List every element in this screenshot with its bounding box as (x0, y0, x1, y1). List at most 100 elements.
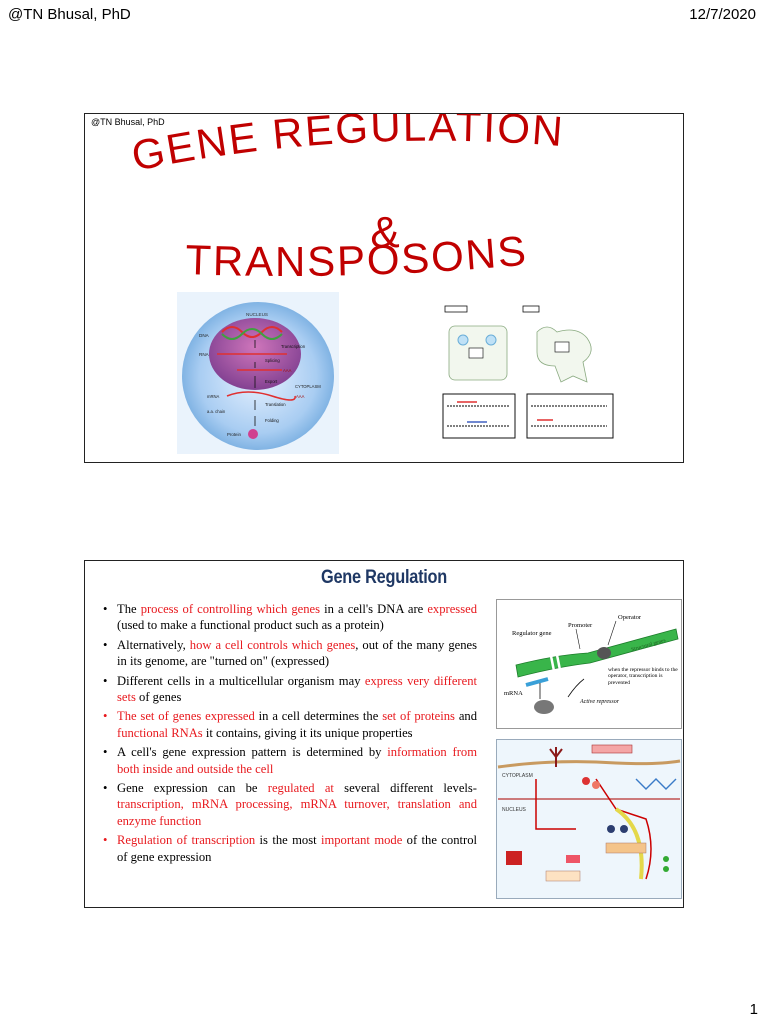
red-inserts (457, 401, 553, 421)
highlighted-text: information from both inside and outside… (117, 745, 477, 776)
title-slide: @TN Bhusal, PhD GENE REGULATION & TRANSP… (84, 113, 684, 463)
break-mark (548, 649, 562, 672)
highlighted-text: express very different sets (117, 673, 477, 705)
title-line-1: GENE REGULATION (128, 114, 567, 180)
bullet-list: The process of controlling which genes i… (99, 601, 477, 868)
label-aa-chain: a.a. chain (207, 409, 226, 414)
dna-strand-1 (221, 326, 283, 338)
bullet-text: Alternatively, (117, 637, 190, 652)
header-author: @TN Bhusal, PhD (8, 6, 131, 23)
operon-figure: Promoter Operator Regulator gene Structu… (496, 599, 682, 729)
bullet-item: Regulation of transcription is the most … (99, 832, 477, 865)
protein-coil (635, 778, 677, 790)
label-cytoplasm: CYTOPLASM (502, 773, 533, 779)
receptor (549, 747, 563, 767)
cell-membrane (497, 759, 681, 769)
label-mrna: mRNA (504, 690, 523, 697)
label-box-2 (522, 305, 540, 313)
label-splicing: Splicing (265, 358, 280, 363)
highlighted-text: process of controlling which genes (140, 602, 321, 616)
label-leaders (575, 620, 617, 650)
bullet-text: and (454, 709, 478, 724)
bullet-item: Alternatively, how a cell controls which… (99, 637, 477, 670)
figure-frame (496, 739, 682, 899)
label-nucleus: NUCLEUS (246, 312, 268, 317)
highlighted-text: Regulation of transcription (117, 833, 256, 848)
slide-title-art: GENE REGULATION & TRANSPOSONS (128, 114, 567, 285)
bullet-text: is the most (255, 833, 321, 848)
label-aaa-2: AAA (296, 394, 305, 399)
bullet-text: A cell's gene expression pattern is dete… (117, 745, 388, 760)
label-transcription: Transcription (281, 344, 306, 349)
label-dna: DNA (199, 333, 210, 338)
bullet-text: several different levels- (333, 781, 478, 796)
protein-3 (607, 825, 615, 833)
dna-strand-2 (221, 328, 283, 340)
cell-schematic-2 (536, 326, 592, 383)
mrna-bar (525, 677, 549, 687)
bullet-text: The (117, 602, 141, 616)
gene-block-1 (506, 851, 522, 865)
bullet-item: A cell's gene expression pattern is dete… (99, 744, 477, 777)
slide-title: Gene Regulation (321, 567, 447, 588)
bullet-text: in a cell determines the (254, 709, 383, 724)
gene-block-2 (566, 855, 580, 863)
bullet-text: of genes (135, 690, 182, 705)
free-repressor (534, 700, 554, 714)
highlighted-text: set of proteins (382, 709, 455, 724)
highlighted-text: how a cell controls which genes (189, 637, 356, 652)
bullet-item: Different cells in a multicellular organ… (99, 673, 477, 706)
vesicle-2 (485, 334, 497, 346)
bullet-text: Gene expression can be (117, 781, 268, 796)
signaling-pathway-figure: CYTOPLASM NUCLEUS (496, 739, 682, 899)
gene-regulation-slide: Gene Regulation The process of controlli… (84, 560, 684, 908)
info-box-low (545, 870, 581, 882)
label-export: Export (265, 379, 278, 384)
transposon-figure (437, 302, 619, 446)
operon-note-box: when the repressor binds to the operator… (608, 667, 678, 686)
label-nucleus: NUCLEUS (502, 807, 527, 813)
highlighted-text: expressed (427, 602, 477, 616)
bullet-text: Different cells in a multicellular organ… (117, 673, 365, 688)
title-line-1-text: GENE REGULATION (128, 114, 565, 180)
bound-repressor (597, 647, 611, 659)
label-promoter: Promoter (568, 622, 593, 629)
bullet-text: it contains, giving it its unique proper… (202, 725, 413, 740)
label-rna: RNA (199, 352, 210, 357)
bullet-text: , out of the many genes in its genome, a… (117, 637, 478, 669)
bullet-item: The process of controlling which genes i… (99, 601, 477, 634)
title-line-3: TRANSPOSONS (185, 227, 530, 285)
vesicle-1 (457, 334, 469, 346)
ribosome-2 (663, 866, 669, 872)
protein-shape (248, 429, 258, 439)
label-protein: Protein (227, 432, 241, 437)
label-cytoplasm: CYTOPLASM (295, 384, 321, 389)
protein-2 (592, 781, 600, 789)
protein-4 (620, 825, 628, 833)
label-folding: Folding (265, 418, 279, 423)
protein-1 (582, 777, 590, 785)
pathway-arrows (535, 778, 652, 880)
organelle-box-1 (468, 347, 484, 359)
ribosome-1 (663, 856, 669, 862)
label-mrna: mRNA (207, 394, 220, 399)
highlighted-text: functional RNAs (117, 725, 203, 740)
central-dogma-figure: NUCLEUS DNA RNA Transcription Splicing A… (177, 292, 339, 454)
organelle-box-2 (554, 341, 570, 353)
bullet-text: in a cell's DNA are (320, 602, 428, 616)
highlighted-text: important mode (320, 833, 403, 848)
highlighted-text: regulated at (267, 781, 334, 796)
mrna-strand (614, 807, 644, 880)
label-regulator-gene: Regulator gene (512, 630, 552, 637)
title-line-2: & (370, 208, 399, 257)
title-line-3-text: TRANSPOSONS (185, 227, 528, 285)
bullet-item: Gene expression can be regulated at seve… (99, 780, 477, 829)
label-box-1 (444, 305, 468, 313)
page-number: 1 (749, 1001, 758, 1018)
bullet-text: of the control of gene expression (117, 833, 477, 864)
label-translation: Translation (265, 402, 286, 407)
bullet-item: The set of genes expressed in a cell det… (99, 708, 477, 741)
info-box-top (591, 744, 633, 754)
gene-box-2 (526, 393, 614, 439)
bullet-text: (used to make a functional product such … (117, 618, 384, 633)
